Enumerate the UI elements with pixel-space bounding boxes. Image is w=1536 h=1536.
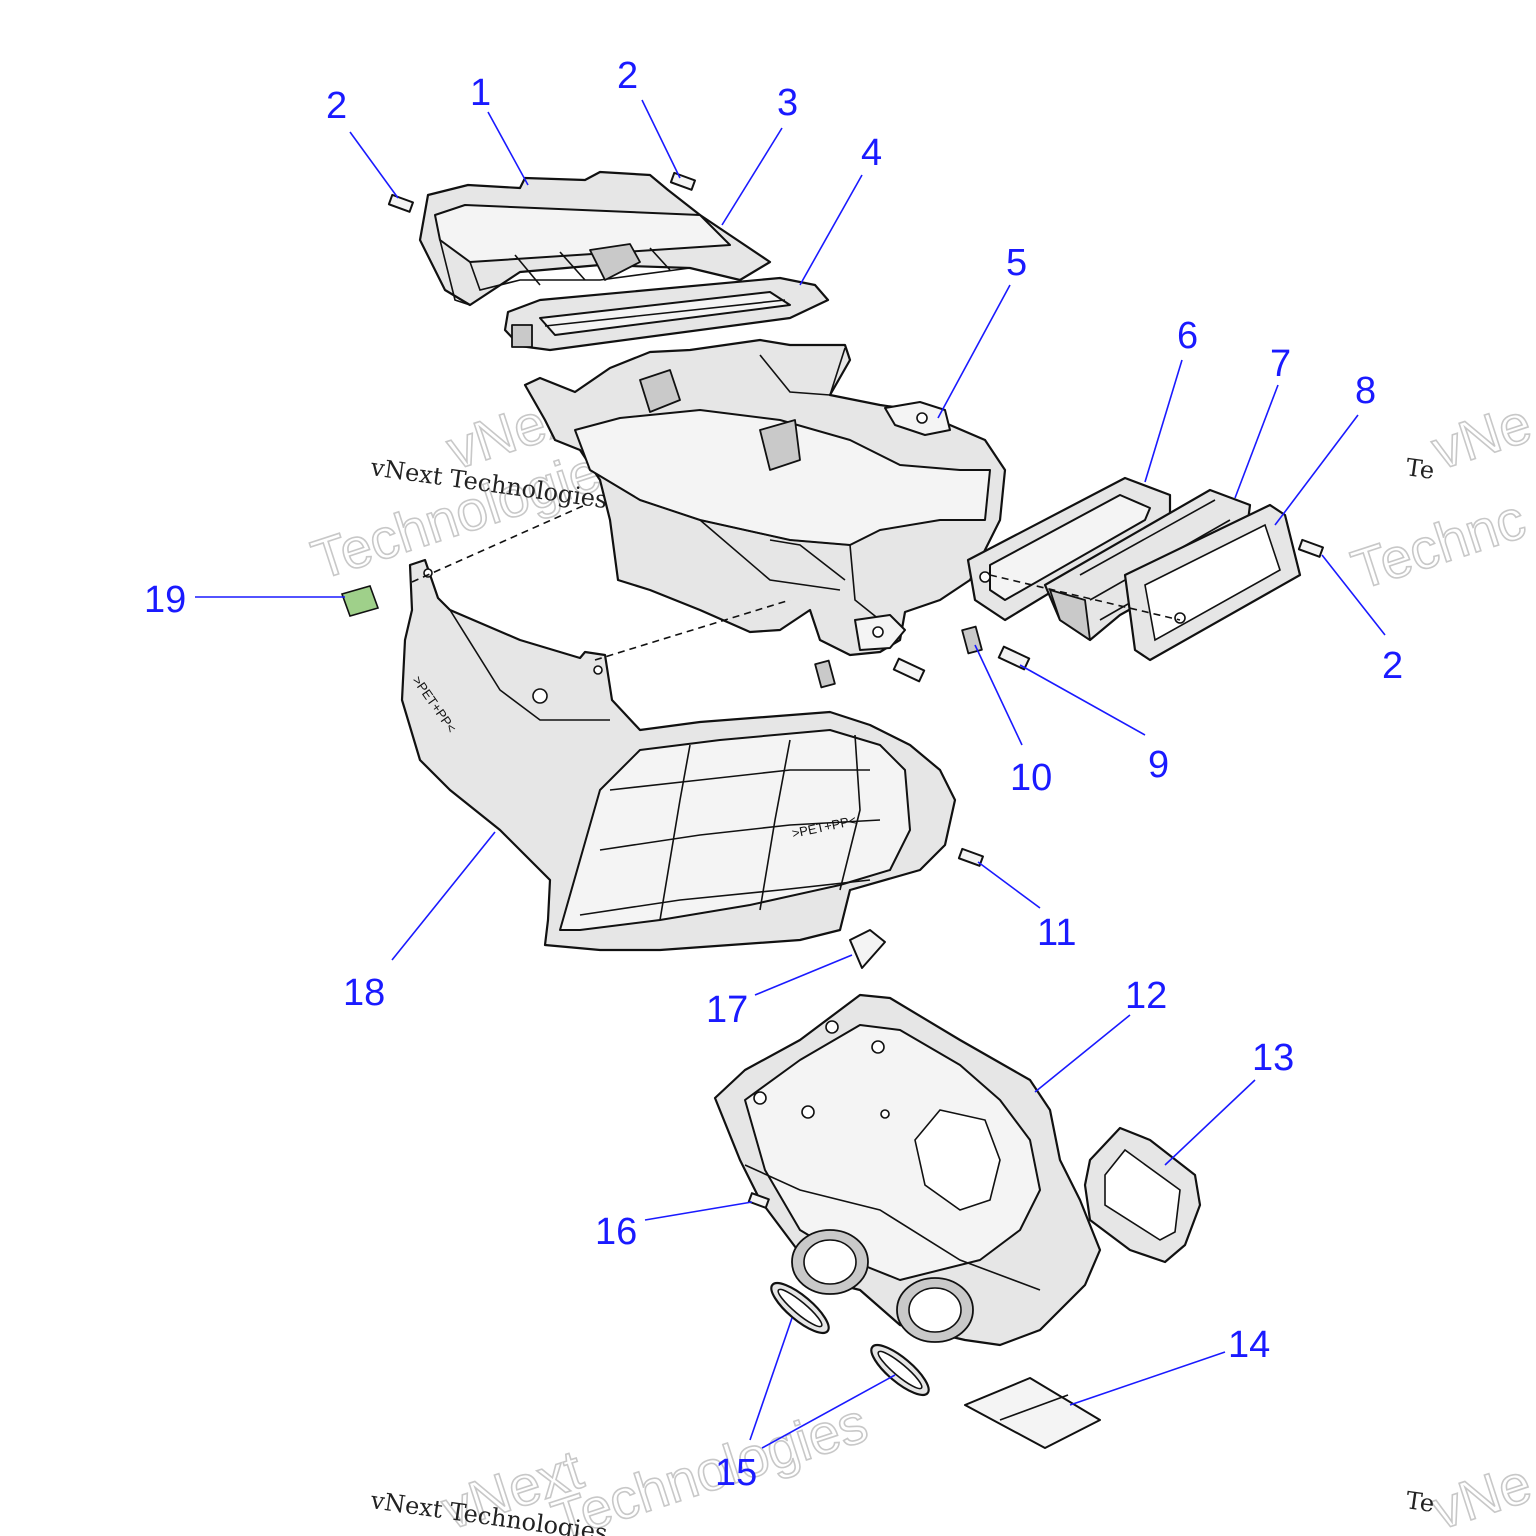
- callout-2-top-center: 2: [617, 55, 638, 97]
- callout-6: 6: [1177, 315, 1198, 357]
- callout-3: 3: [777, 82, 798, 124]
- callout-8: 8: [1355, 370, 1376, 412]
- callout-2-top-left: 2: [326, 85, 347, 127]
- part-8-gasket-frame: [1123, 503, 1302, 662]
- part-15-clamps: [770, 1282, 930, 1396]
- watermark-text-bottom-right: Te: [1404, 1486, 1436, 1518]
- callout-4: 4: [861, 132, 882, 174]
- callout-11: 11: [1037, 912, 1076, 954]
- callout-9: 9: [1148, 744, 1169, 786]
- callout-19: 19: [144, 579, 186, 621]
- callout-2-right: 2: [1382, 645, 1403, 687]
- callout-16: 16: [595, 1211, 637, 1253]
- watermark-outline-technologies-bottom: Technologies: [544, 1390, 874, 1536]
- watermark-outline-tech-right: Technc: [1344, 487, 1532, 602]
- part-6-frame: [966, 476, 1172, 622]
- part-14-label: [964, 1377, 1101, 1449]
- watermark-text-right: Te: [1404, 453, 1436, 485]
- part-1-grille-cover: [418, 170, 772, 307]
- part-5-airbox-cover: [523, 338, 1007, 657]
- callout-1: 1: [470, 72, 491, 114]
- alignment-lines: [411, 504, 1181, 661]
- part-4-grille-frame: [503, 276, 830, 352]
- callout-14: 14: [1228, 1324, 1270, 1366]
- watermark-outline-vne-right: vNe: [1424, 391, 1536, 482]
- callout-10: 10: [1010, 757, 1052, 799]
- callout-12: 12: [1125, 975, 1167, 1017]
- watermark-outline-vne-bottom-right: vNe: [1424, 1451, 1536, 1536]
- part-13-gasket: [1083, 1126, 1202, 1264]
- callout-17: 17: [706, 989, 748, 1031]
- callout-13: 13: [1252, 1037, 1294, 1079]
- callout-labels: 1 2 2 2 3 4 5 6 7 8 9 10 11 12 13 14 15 …: [144, 55, 1403, 1494]
- callout-18: 18: [343, 972, 385, 1014]
- callout-5: 5: [1006, 242, 1027, 284]
- part-18-lower-housing: >PET+PP< >PET+PP<: [400, 558, 957, 952]
- hardware-group: [340, 171, 1324, 1209]
- leader-lines: [195, 99, 1386, 1449]
- callout-7: 7: [1270, 343, 1291, 385]
- part-12-airbox: [713, 993, 1102, 1347]
- callout-15: 15: [715, 1452, 757, 1494]
